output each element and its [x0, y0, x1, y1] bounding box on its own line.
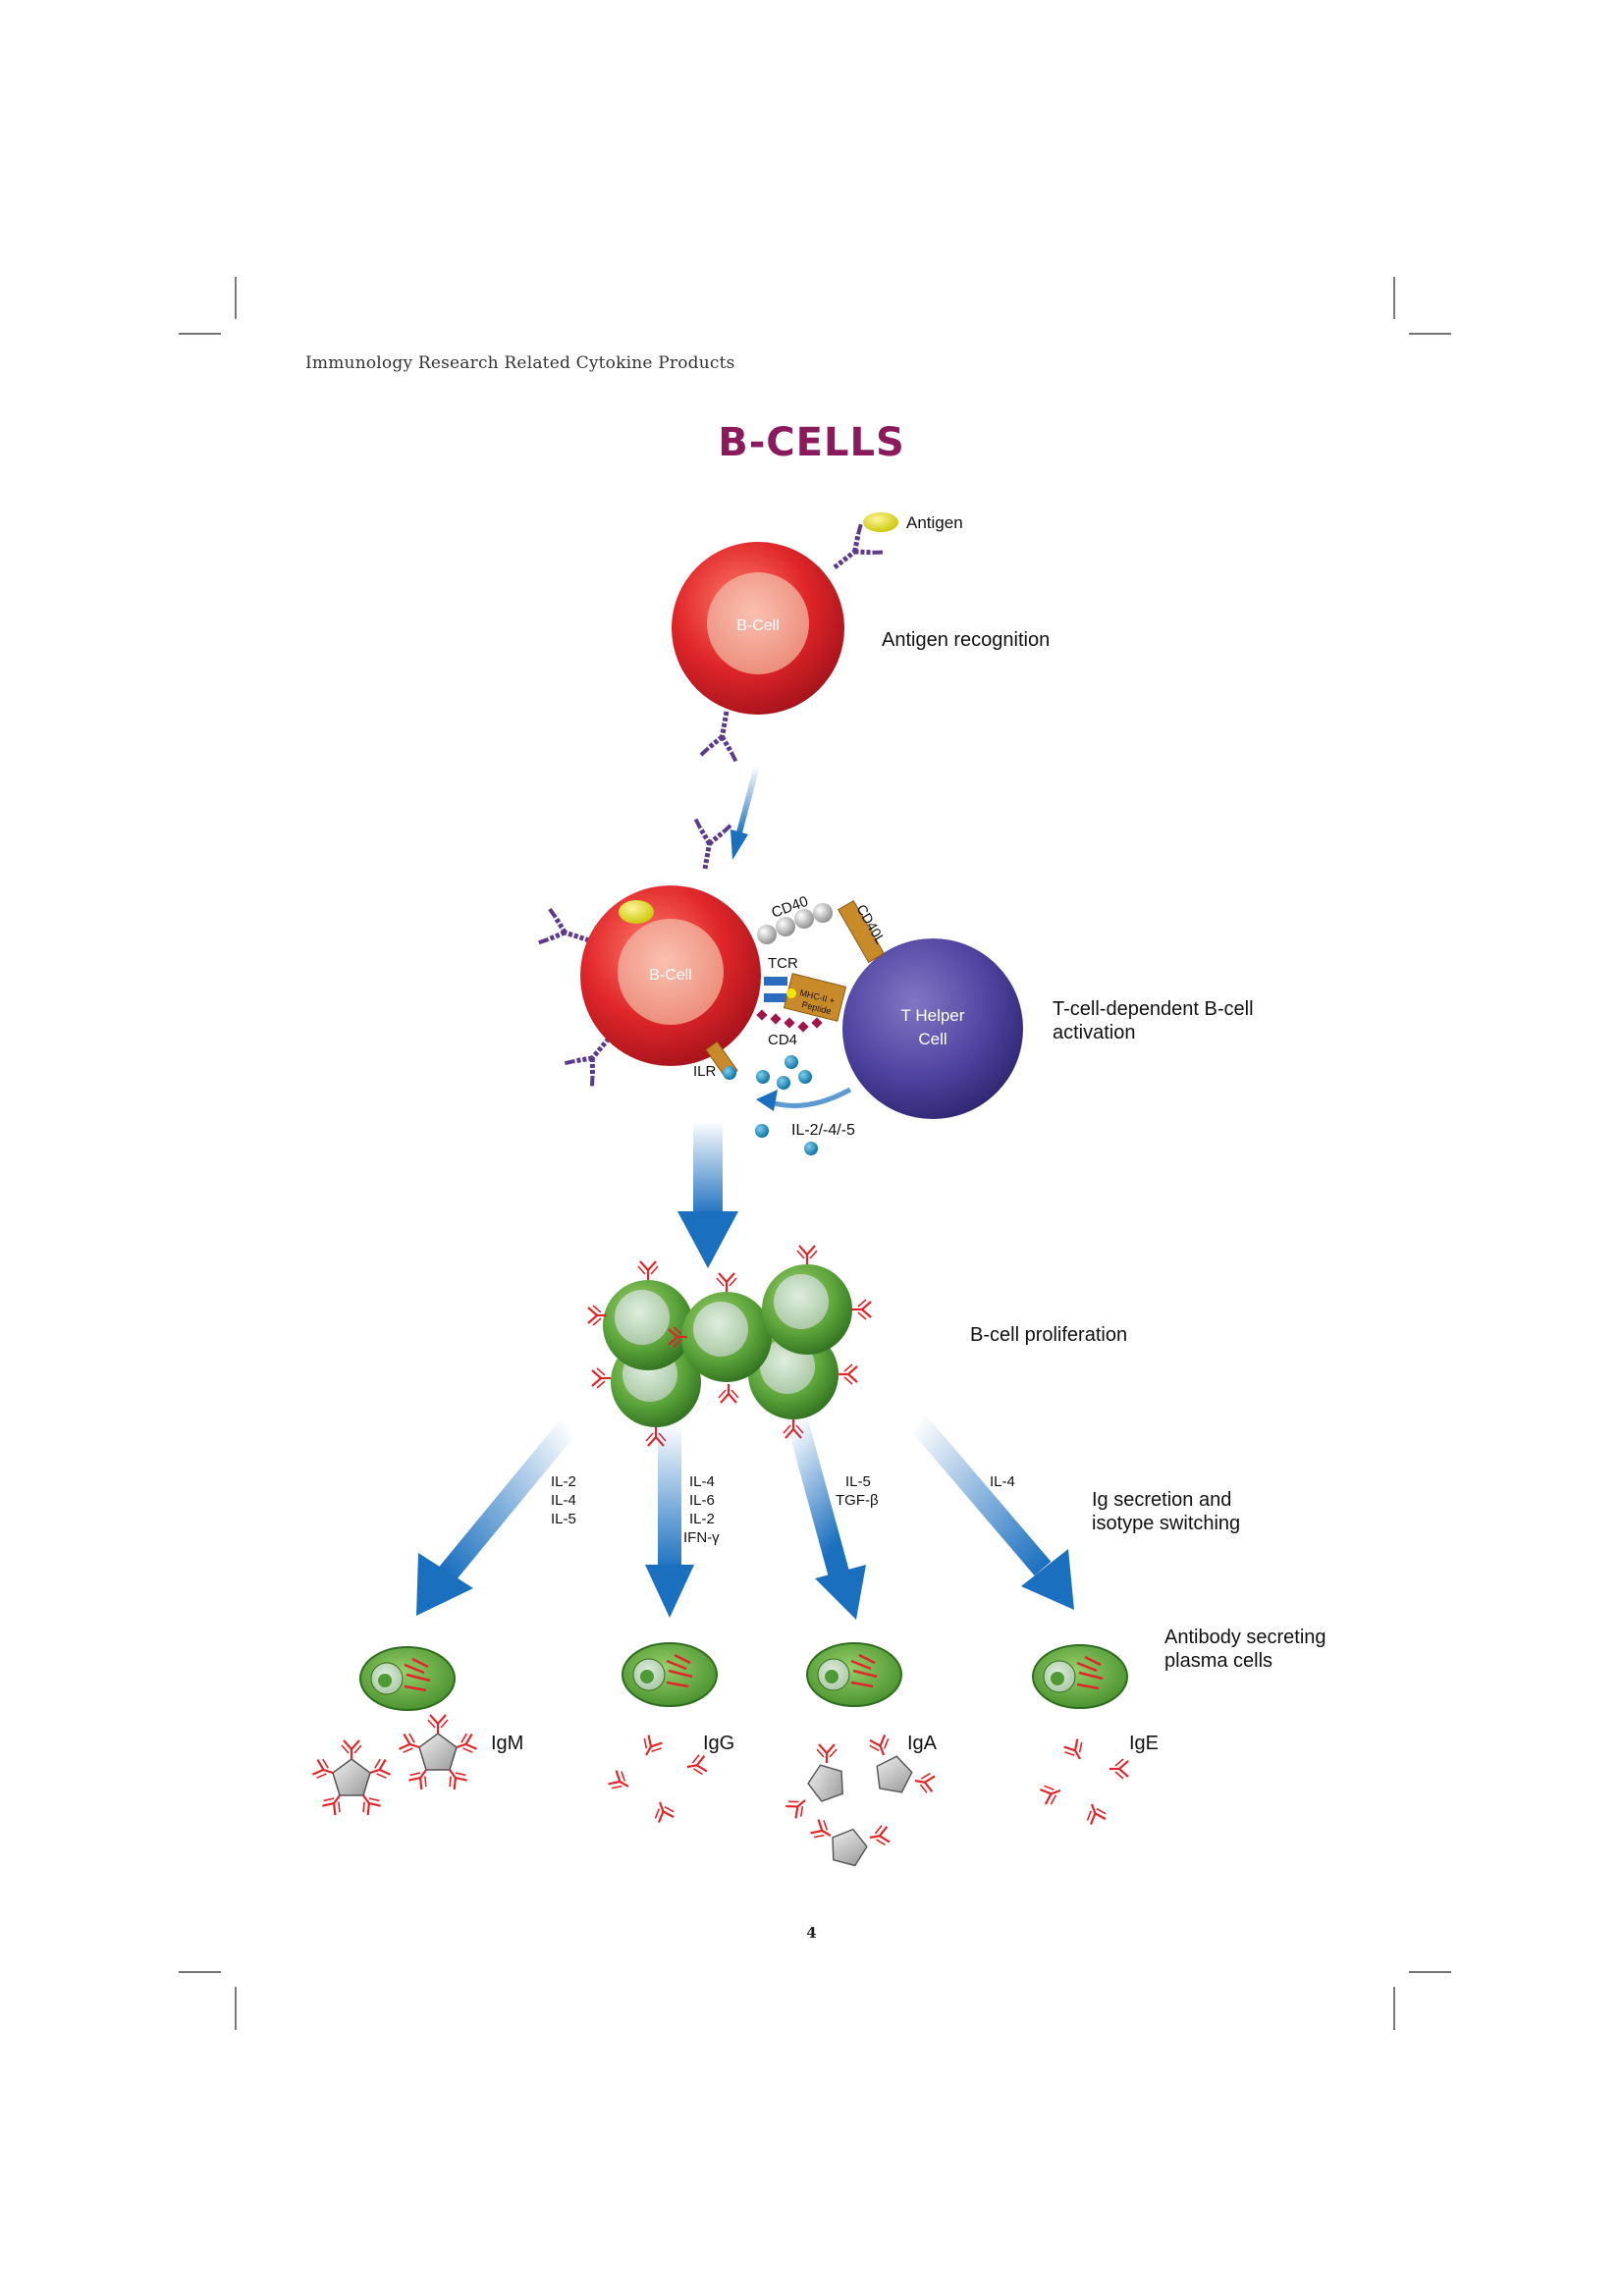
stage-t-cell-activation: B-Cell T Helper Cell CD40 CD40L TCR MHC-… — [539, 820, 1254, 1155]
isotype-caption-2: isotype switching — [1092, 1513, 1240, 1534]
tcr-label: TCR — [768, 955, 798, 972]
plasma-cell — [622, 1642, 718, 1707]
ige-label: IgE — [1129, 1733, 1159, 1754]
activation-caption-1: T-cell-dependent B-cell — [1053, 998, 1254, 1020]
arrow-icon — [786, 1418, 866, 1620]
antigen-icon — [619, 900, 654, 924]
cd40-icon — [776, 917, 795, 936]
cd40-icon — [813, 903, 833, 923]
b-cell-2-label: B-Cell — [649, 967, 692, 984]
cytokine-label: IL-2/-4/-5 — [791, 1122, 855, 1139]
cd40-icon — [794, 909, 814, 929]
secretion-arrowhead-icon — [756, 1090, 778, 1111]
tcr-icon — [764, 993, 787, 1002]
svg-text:IL-5: IL-5 — [845, 1473, 871, 1490]
tcr-icon — [764, 977, 787, 986]
igm-pentamer-icon — [397, 1713, 479, 1792]
b-cell-1-nucleus — [707, 572, 809, 674]
t-helper-cell — [842, 938, 1023, 1119]
t-helper-label-2: Cell — [918, 1030, 947, 1048]
secretion-arrow-icon — [767, 1087, 852, 1108]
ilr-label: ILR — [693, 1063, 717, 1080]
ige-antibody-icon — [1038, 1736, 1130, 1827]
arrow-icon — [908, 1414, 1074, 1610]
stage-plasma-cells: Antibody secreting plasma cells — [310, 1627, 1326, 1868]
plasma-cell — [806, 1642, 902, 1707]
receptor-icon — [824, 524, 883, 581]
stage-antigen-recognition: B-Cell Antigen Antigen recognition — [672, 512, 1050, 761]
plasma-caption-1: Antibody secreting — [1164, 1627, 1326, 1648]
t-helper-label-1: T Helper — [901, 1006, 965, 1025]
b-cell-1-label: B-Cell — [736, 617, 780, 634]
svg-text:IL-4: IL-4 — [990, 1473, 1015, 1490]
cd40-icon — [757, 925, 777, 944]
svg-text:IFN-γ: IFN-γ — [683, 1529, 720, 1546]
antigen-recognition-caption: Antigen recognition — [882, 629, 1050, 651]
svg-text:IL-2: IL-2 — [551, 1473, 576, 1490]
stage-isotype-switching: IL-2 IL-4 IL-5 IL-4 IL-6 IL-2 IFN-γ IL-5… — [416, 1414, 1240, 1620]
svg-text:IL-4: IL-4 — [551, 1492, 576, 1509]
isotype-caption-1: Ig secretion and — [1092, 1489, 1231, 1511]
cytokine-list-4: IL-4 — [990, 1473, 1015, 1490]
cytokine-list-1: IL-2 IL-4 IL-5 — [551, 1473, 576, 1527]
proliferation-caption: B-cell proliferation — [970, 1324, 1127, 1346]
page-number: 4 — [806, 1924, 817, 1942]
igg-label: IgG — [703, 1733, 734, 1754]
svg-text:IL-6: IL-6 — [689, 1492, 715, 1509]
cytokine-icon — [723, 1055, 818, 1155]
svg-text:IL-5: IL-5 — [551, 1511, 576, 1527]
stage-proliferation: B-cell proliferation — [586, 1244, 1127, 1448]
svg-text:TGF-β: TGF-β — [836, 1492, 879, 1509]
svg-text:IL-2: IL-2 — [689, 1511, 715, 1527]
proliferating-cell — [762, 1264, 852, 1355]
cytokine-list-3: IL-5 TGF-β — [836, 1473, 879, 1509]
receptor-icon — [701, 709, 744, 762]
igm-pentamer-icon — [310, 1738, 393, 1818]
arrow-icon — [730, 765, 760, 860]
arrow-icon — [645, 1423, 694, 1618]
page-title: B-CELLS — [718, 420, 905, 465]
cd4-icon — [756, 1009, 823, 1033]
running-head: Immunology Research Related Cytokine Pro… — [305, 353, 735, 373]
antigen-icon — [863, 512, 898, 532]
iga-dimer-icon — [808, 1816, 892, 1868]
igm-label: IgM — [491, 1733, 523, 1754]
cd4-label: CD4 — [768, 1032, 797, 1048]
iga-dimer-icon — [783, 1742, 850, 1821]
b-cell-2-nucleus — [618, 919, 724, 1025]
proliferating-cell — [603, 1280, 693, 1370]
receptor-icon — [687, 820, 730, 873]
crop-marks — [179, 277, 1451, 2030]
proliferating-cell — [681, 1292, 772, 1382]
arrow-icon — [677, 1121, 738, 1268]
cd40l-icon — [838, 899, 885, 964]
plasma-caption-2: plasma cells — [1164, 1650, 1272, 1672]
peptide-icon — [786, 988, 796, 998]
svg-text:IL-4: IL-4 — [689, 1473, 715, 1490]
igg-antibody-icon — [606, 1733, 709, 1825]
iga-label: IgA — [907, 1733, 938, 1754]
plasma-cell — [1032, 1644, 1128, 1709]
cytokine-list-2: IL-4 IL-6 IL-2 IFN-γ — [683, 1473, 720, 1546]
arrow-icon — [416, 1418, 578, 1616]
activation-caption-2: activation — [1053, 1022, 1136, 1043]
plasma-cell — [359, 1646, 456, 1711]
antigen-label: Antigen — [906, 513, 963, 532]
